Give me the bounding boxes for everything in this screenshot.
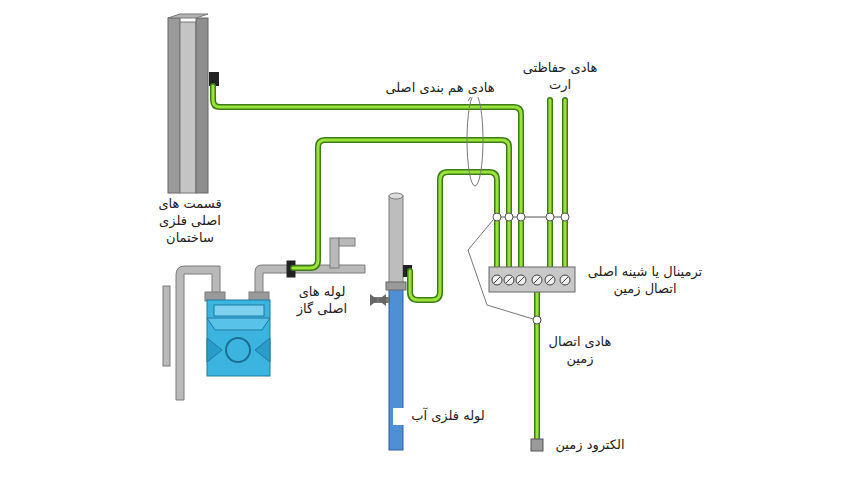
terminal-label: ترمینال یا شینه اصلی اتصال زمین bbox=[580, 264, 710, 298]
water-pipe-label: لوله فلزی آب bbox=[393, 408, 503, 425]
earth-electrode bbox=[531, 439, 543, 451]
steel-parts-label: قسمت های اصلی فلزی ساختمان bbox=[140, 196, 240, 247]
terminal-screw bbox=[504, 275, 514, 285]
earth-conductor-label: هادی اتصال زمین bbox=[543, 334, 617, 368]
screw-slot bbox=[506, 277, 512, 283]
electrode-label: الکترود زمین bbox=[545, 437, 635, 454]
terminal-screw bbox=[560, 275, 570, 285]
screw-slot bbox=[518, 277, 524, 283]
screw-slot bbox=[547, 277, 553, 283]
gas-pipe-label: لوله های اصلی گاز bbox=[280, 284, 364, 318]
screw-slot bbox=[494, 277, 500, 283]
screw-slot bbox=[562, 277, 568, 283]
earthing-terminal bbox=[489, 267, 575, 292]
protective-conductor-label: هادی حفاظتی ارت bbox=[514, 60, 606, 94]
screw-slot bbox=[534, 277, 540, 283]
terminal-screw bbox=[492, 275, 502, 285]
conductors bbox=[213, 86, 565, 440]
bonding-conductor-label: هادی هم بندی اصلی bbox=[365, 80, 515, 97]
terminal-screw bbox=[545, 275, 555, 285]
gas-installation bbox=[163, 238, 365, 400]
terminal-screw bbox=[516, 275, 526, 285]
terminal-screw bbox=[532, 275, 542, 285]
